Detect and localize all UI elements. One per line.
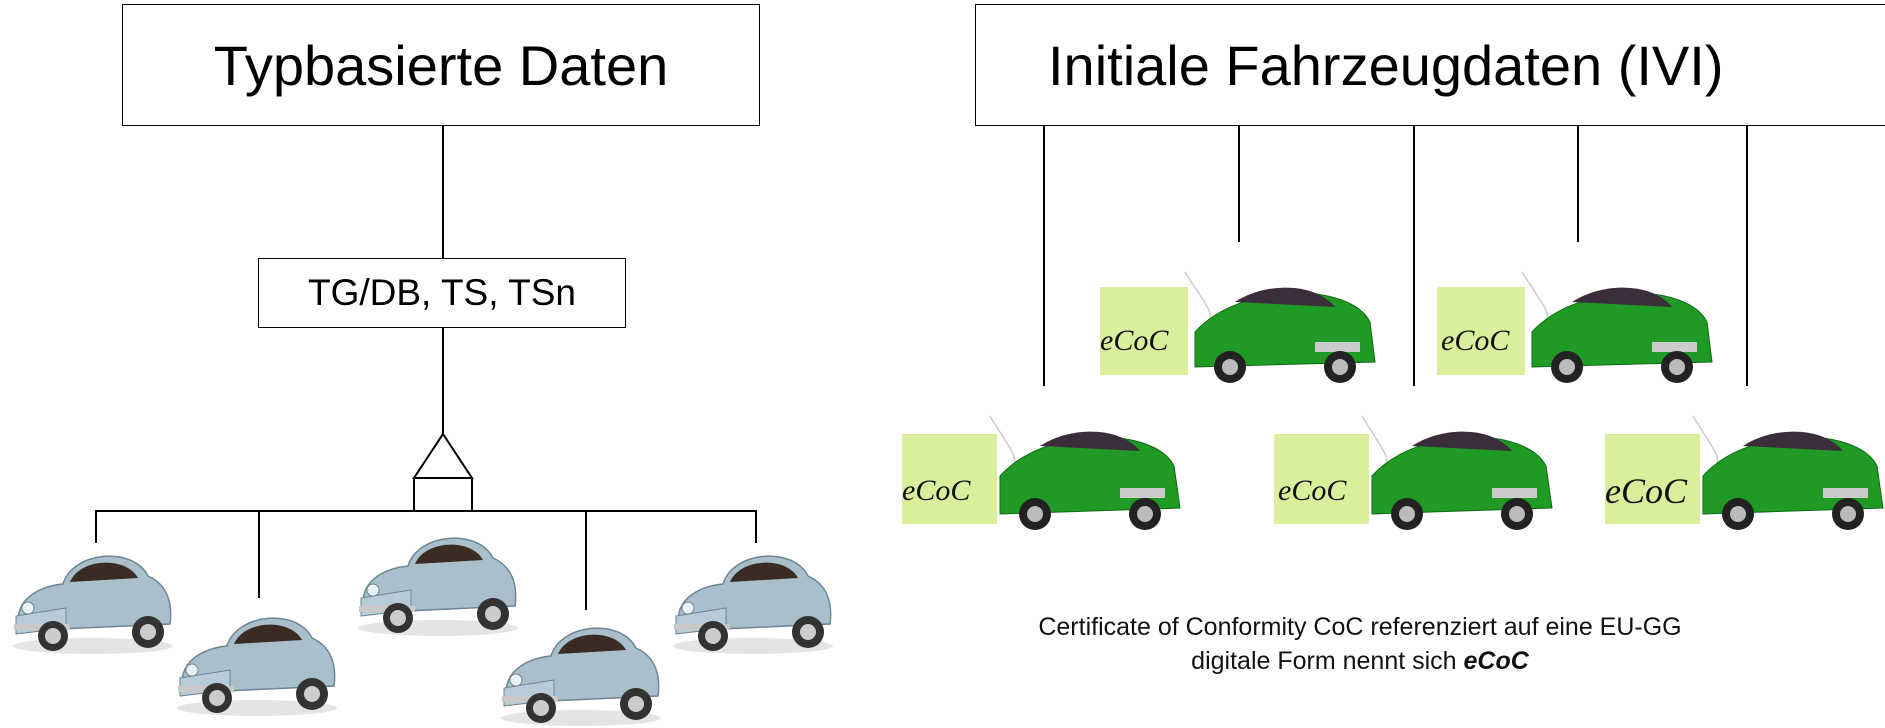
ecoc-tag-label: eCoC xyxy=(1605,471,1688,511)
ecoc-tag-label: eCoC xyxy=(902,474,971,507)
ecoc-car-3: eCoC xyxy=(902,386,1187,531)
ecoc-car-4: eCoC xyxy=(1274,386,1559,531)
connector-line xyxy=(755,510,757,543)
connector-line xyxy=(258,510,260,598)
tg-db-label: TG/DB, TS, TSn xyxy=(308,272,576,313)
caption-line-2: digitale Form nennt sich eCoC xyxy=(1000,644,1720,678)
connector-line xyxy=(1413,126,1415,386)
caption-line-2-prefix: digitale Form nennt sich xyxy=(1191,647,1457,675)
ecoc-car-2: eCoC xyxy=(1437,242,1719,384)
connector-line xyxy=(442,126,444,258)
initiale-fahrzeugdaten-title: Initiale Fahrzeugdaten (IVI) xyxy=(1048,33,1724,97)
connector-line xyxy=(95,510,97,543)
connector-line xyxy=(1746,126,1748,386)
connector-line xyxy=(1577,126,1579,242)
ecoc-tag-label: eCoC xyxy=(1278,474,1347,507)
ecoc-tag-label: eCoC xyxy=(1441,324,1510,357)
connector-line xyxy=(95,510,757,512)
typbasierte-daten-box: Typbasierte Daten xyxy=(122,4,760,126)
beetle-car-2 xyxy=(177,617,337,716)
beetle-car-4 xyxy=(501,627,661,726)
ecoc-caption: Certificate of Conformity CoC referenzie… xyxy=(1000,610,1720,678)
caption-line-1: Certificate of Conformity CoC referenzie… xyxy=(1038,613,1682,641)
beetle-car-3 xyxy=(358,537,518,636)
ecoc-car-5: eCoC xyxy=(1605,386,1885,531)
ecoc-car-1: eCoC xyxy=(1100,242,1382,384)
tg-db-box: TG/DB, TS, TSn xyxy=(258,258,626,328)
beetle-car-1 xyxy=(13,555,173,654)
connector-line xyxy=(585,510,587,610)
caption-ecoc-emphasis: eCoC xyxy=(1463,647,1529,675)
ecoc-tag-label: eCoC xyxy=(1100,324,1169,357)
connector-line xyxy=(1043,126,1045,386)
initiale-fahrzeugdaten-box: Initiale Fahrzeugdaten (IVI) xyxy=(975,4,1885,126)
typbasierte-daten-title: Typbasierte Daten xyxy=(213,33,669,97)
connector-line xyxy=(1238,126,1240,242)
connector-line xyxy=(442,328,444,434)
beetle-car-5 xyxy=(673,555,833,654)
inheritance-triangle-icon xyxy=(412,432,474,510)
